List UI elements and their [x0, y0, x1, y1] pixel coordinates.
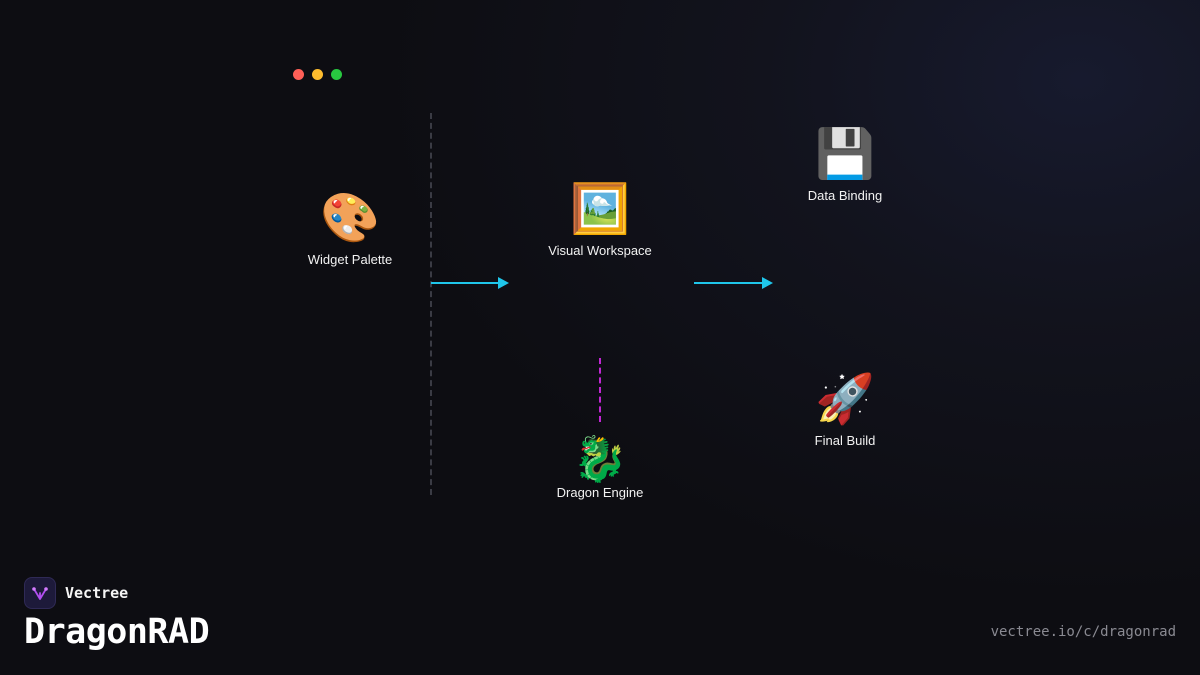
arrow-workspace-to-outputs — [694, 277, 773, 289]
maximize-dot[interactable] — [331, 69, 342, 80]
rocket-icon: 🚀 — [815, 371, 875, 427]
floppy-disk-icon: 💾 — [815, 126, 875, 182]
node-widget-palette: 🎨 Widget Palette — [308, 194, 393, 267]
dragon-icon: 🐉 — [572, 434, 628, 485]
node-data-binding: 💾 Data Binding — [808, 130, 882, 203]
close-dot[interactable] — [293, 69, 304, 80]
framed-picture-icon: 🖼️ — [570, 181, 630, 237]
node-visual-workspace: 🖼️ Visual Workspace — [548, 185, 652, 258]
node-label: Dragon Engine — [556, 485, 644, 500]
product-url[interactable]: vectree.io/c/dragonrad — [990, 624, 1176, 640]
window-controls — [293, 69, 342, 80]
arrow-palette-to-workspace — [431, 277, 509, 289]
brand-name: Vectree — [65, 584, 129, 602]
vectree-logo-icon — [24, 577, 56, 609]
node-label: Visual Workspace — [548, 243, 652, 258]
node-dragon-engine: 🐉 Dragon Engine — [556, 434, 644, 501]
dashed-connector-workspace-to-engine — [599, 358, 601, 422]
tree-branch-icon — [32, 587, 48, 600]
node-label: Data Binding — [807, 188, 883, 203]
product-title: DragonRAD — [24, 612, 210, 652]
minimize-dot[interactable] — [312, 69, 323, 80]
palette-icon: 🎨 — [320, 190, 380, 246]
node-final-build: 🚀 Final Build — [815, 375, 876, 448]
node-label: Final Build — [814, 433, 876, 448]
node-label: Widget Palette — [307, 252, 393, 267]
dashed-divider — [430, 113, 432, 495]
brand: Vectree — [24, 577, 128, 609]
